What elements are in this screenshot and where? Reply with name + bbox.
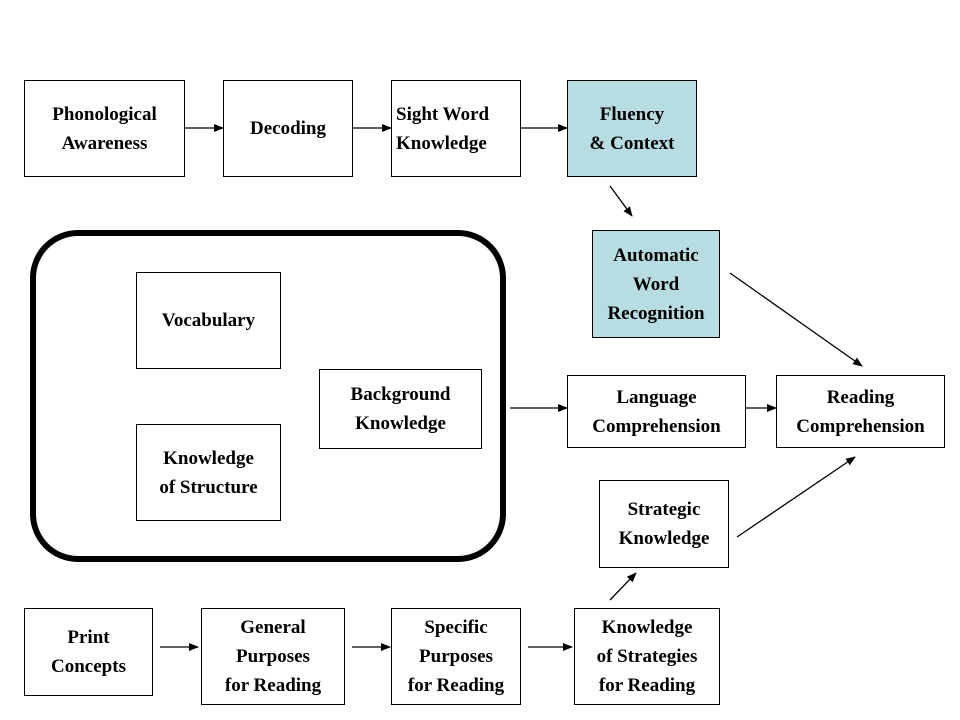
node-background-knowledge: Background Knowledge (319, 369, 482, 449)
node-sight-word-knowledge: Sight Word Knowledge (391, 80, 521, 177)
node-label: Background Knowledge (350, 384, 451, 434)
node-decoding: Decoding (223, 80, 353, 177)
node-language-comprehension: Language Comprehension (567, 375, 746, 448)
node-automatic-word-recognition: Automatic Word Recognition (592, 230, 720, 338)
node-label: Vocabulary (161, 310, 256, 331)
node-label: Knowledge of Strategies for Reading (596, 617, 698, 696)
knowledge-group-container (30, 230, 506, 562)
arrow-automatic-to-reading (729, 272, 863, 367)
node-label: Sight Word Knowledge (396, 103, 490, 154)
node-knowledge-of-strategies: Knowledge of Strategies for Reading (574, 608, 720, 705)
node-label: Language Comprehension (592, 386, 721, 437)
node-print-concepts: Print Concepts (24, 608, 153, 696)
arrow-fluency-to-automatic (609, 185, 633, 217)
arrow-strategies-to-strategic (609, 572, 637, 601)
node-label: Reading Comprehension (796, 386, 925, 437)
node-label: Specific Purposes for Reading (407, 617, 505, 696)
node-label: Print Concepts (51, 627, 126, 677)
node-label: Decoding (250, 118, 326, 139)
node-label: Knowledge of Structure (159, 447, 258, 498)
node-label: General Purposes for Reading (224, 617, 322, 696)
node-phonological-awareness: Phonological Awareness (24, 80, 185, 177)
node-label: Automatic Word Recognition (607, 244, 705, 324)
node-label: Fluency & Context (589, 103, 675, 154)
node-vocabulary: Vocabulary (136, 272, 281, 369)
node-label: Strategic Knowledge (618, 499, 710, 549)
node-label: Phonological Awareness (52, 103, 157, 154)
node-knowledge-of-structure: Knowledge of Structure (136, 424, 281, 521)
node-fluency-context: Fluency & Context (567, 80, 697, 177)
arrow-strategic-to-reading (736, 456, 856, 538)
node-specific-purposes: Specific Purposes for Reading (391, 608, 521, 705)
node-strategic-knowledge: Strategic Knowledge (599, 480, 729, 568)
node-reading-comprehension: Reading Comprehension (776, 375, 945, 448)
node-general-purposes: General Purposes for Reading (201, 608, 345, 705)
